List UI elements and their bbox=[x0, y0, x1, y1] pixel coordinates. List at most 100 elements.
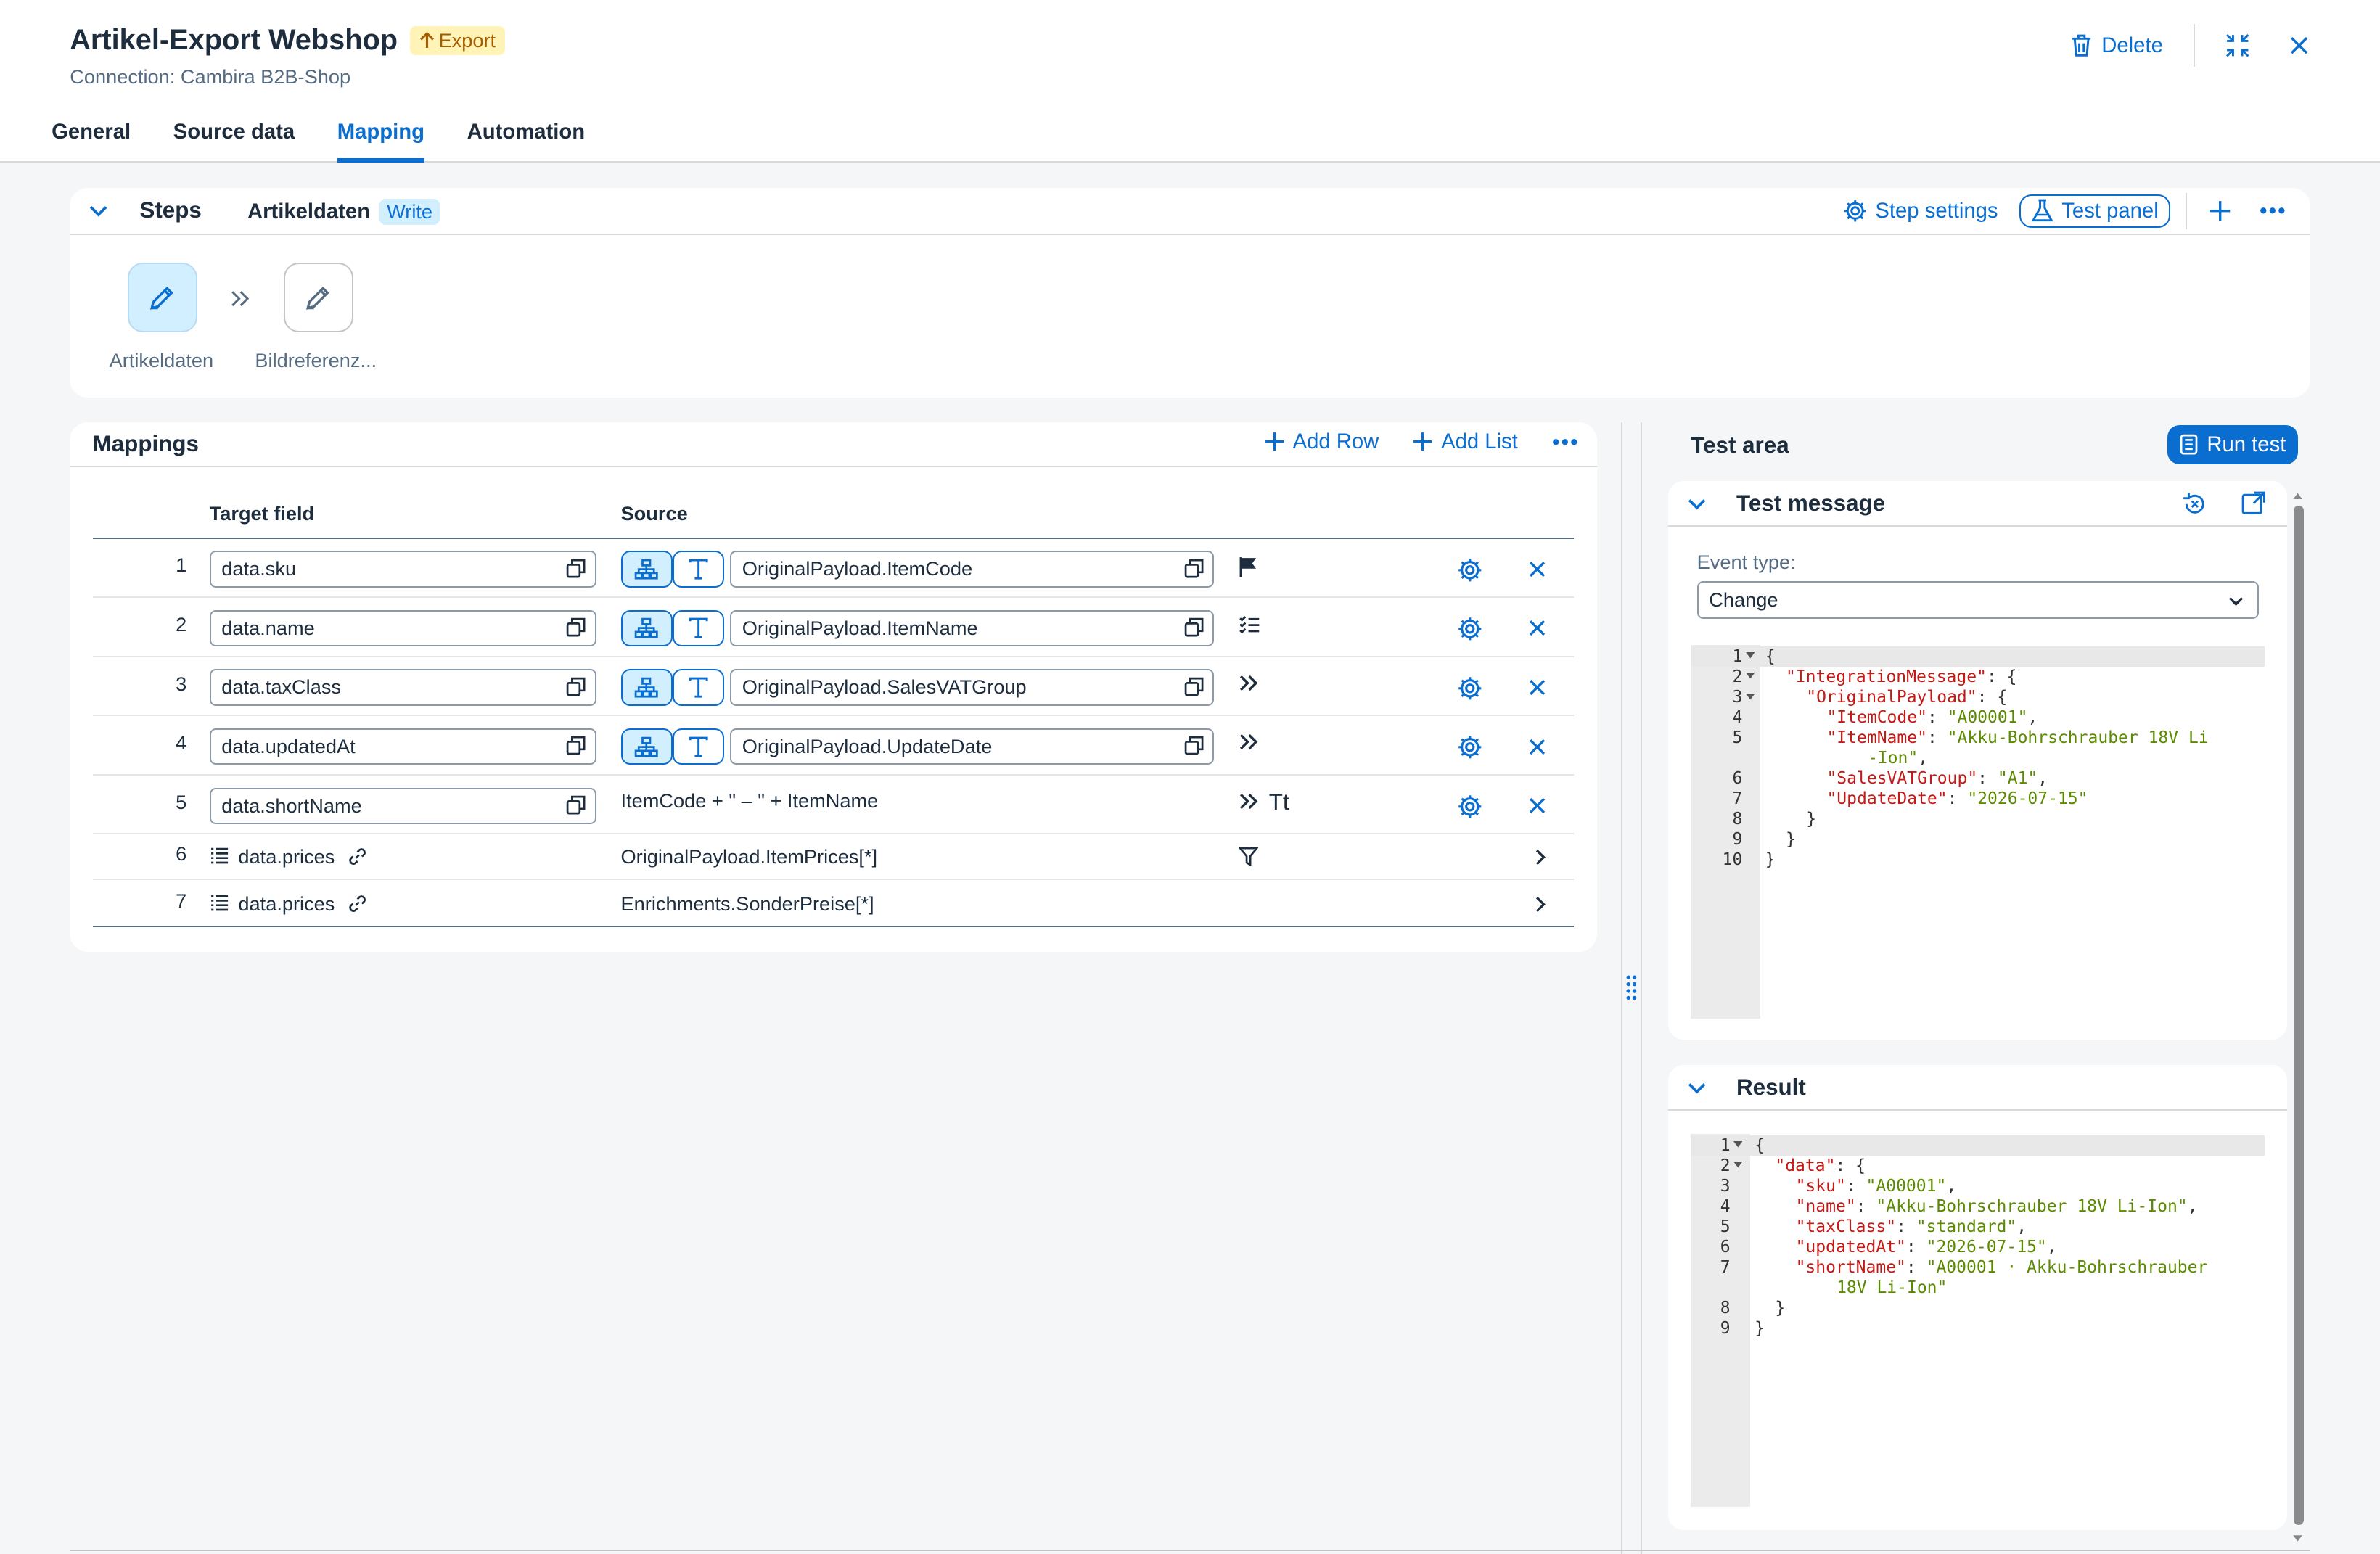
fold-arrow-icon[interactable] bbox=[1733, 1141, 1743, 1148]
scrollbar-thumb[interactable] bbox=[2293, 505, 2305, 1526]
code-content: { bbox=[1765, 646, 1776, 667]
flask-icon bbox=[2031, 199, 2054, 223]
test-panel-button[interactable]: Test panel bbox=[2019, 194, 2171, 228]
close-icon[interactable] bbox=[1528, 560, 1546, 578]
close-icon[interactable] bbox=[1528, 678, 1546, 696]
copy-icon[interactable] bbox=[1184, 559, 1204, 578]
source-mode-text-button[interactable] bbox=[672, 551, 724, 588]
list-icon bbox=[210, 847, 229, 865]
source-mode-text-button[interactable] bbox=[672, 669, 724, 706]
double-chevron-icon[interactable] bbox=[1239, 674, 1260, 692]
fold-arrow-icon[interactable] bbox=[1745, 673, 1755, 680]
copy-icon[interactable] bbox=[1184, 736, 1204, 755]
expand-icon[interactable] bbox=[2241, 490, 2267, 517]
gear-icon[interactable] bbox=[1457, 616, 1483, 642]
step-node-artikeldaten[interactable] bbox=[127, 262, 197, 333]
fold-arrow-icon[interactable] bbox=[1733, 1162, 1743, 1169]
source-field-input[interactable]: OriginalPayload.ItemCode bbox=[730, 551, 1215, 588]
copy-icon[interactable] bbox=[566, 795, 586, 815]
line-number: 1 bbox=[1732, 647, 1743, 667]
chevron-down-icon[interactable] bbox=[88, 200, 109, 221]
close-icon[interactable] bbox=[1528, 738, 1546, 756]
code-token: "SalesVATGroup" bbox=[1826, 769, 1978, 789]
target-field-input[interactable]: data.sku bbox=[209, 551, 597, 588]
tab-source-data[interactable]: Source data bbox=[173, 119, 295, 144]
copy-icon[interactable] bbox=[566, 677, 586, 696]
gear-icon[interactable] bbox=[1457, 794, 1483, 820]
chevron-right-icon[interactable] bbox=[1535, 848, 1547, 866]
code-token: } bbox=[1806, 810, 1817, 829]
code-content: "data": { bbox=[1775, 1156, 1866, 1176]
checklist-icon[interactable] bbox=[1239, 614, 1260, 636]
line-number: 8 bbox=[1732, 810, 1743, 829]
event-type-select[interactable]: Change bbox=[1696, 581, 2259, 620]
target-field-input[interactable]: data.name bbox=[209, 609, 597, 647]
source-mode-field-button[interactable] bbox=[620, 609, 673, 647]
chevron-right-icon[interactable] bbox=[1535, 895, 1547, 913]
delete-button[interactable]: Delete bbox=[2062, 27, 2172, 64]
add-row-button[interactable]: Add Row bbox=[1264, 429, 1379, 454]
source-mode-field-button[interactable] bbox=[620, 551, 673, 588]
add-step-button[interactable] bbox=[2202, 197, 2237, 226]
code-token: , bbox=[2046, 1237, 2057, 1257]
source-mode-field-button[interactable] bbox=[620, 669, 673, 706]
double-chevron-icon[interactable] bbox=[1239, 792, 1260, 810]
tab-automation[interactable]: Automation bbox=[467, 119, 586, 144]
tab-mapping[interactable]: Mapping bbox=[337, 112, 425, 163]
code-line: 10} bbox=[1691, 850, 2265, 870]
text-format-icon[interactable]: Tt bbox=[1268, 789, 1289, 815]
close-icon[interactable] bbox=[1528, 619, 1546, 637]
double-chevron-icon[interactable] bbox=[1239, 733, 1260, 751]
source-field-input[interactable]: OriginalPayload.ItemName bbox=[730, 609, 1215, 647]
target-field-input[interactable]: data.shortName bbox=[209, 787, 597, 824]
chevron-down-icon[interactable] bbox=[1686, 1077, 1707, 1098]
mappings-more-button[interactable] bbox=[1551, 437, 1579, 447]
toolbar-separator bbox=[2186, 192, 2188, 229]
panel-splitter[interactable] bbox=[1621, 422, 1643, 1554]
scrollbar[interactable] bbox=[2289, 485, 2307, 1547]
run-test-button[interactable]: Run test bbox=[2167, 424, 2298, 465]
chevron-down-icon[interactable] bbox=[1686, 493, 1707, 514]
copy-icon[interactable] bbox=[566, 736, 586, 755]
code-token: "sku" bbox=[1795, 1176, 1846, 1196]
link-icon[interactable] bbox=[348, 847, 367, 866]
target-field-value: data.sku bbox=[221, 557, 297, 580]
code-token: { bbox=[1765, 647, 1776, 667]
code-content: "OriginalPayload": { bbox=[1806, 687, 2007, 707]
exit-fullscreen-button[interactable] bbox=[2216, 28, 2259, 64]
test-message-editor[interactable]: 1{2"IntegrationMessage": {3"OriginalPayl… bbox=[1691, 645, 2265, 1019]
drag-handle-icon[interactable] bbox=[1625, 974, 1638, 1002]
link-icon[interactable] bbox=[348, 894, 367, 913]
source-field-input[interactable]: OriginalPayload.SalesVATGroup bbox=[730, 669, 1215, 706]
flag-icon[interactable] bbox=[1239, 556, 1258, 578]
tab-general[interactable]: General bbox=[52, 119, 131, 144]
copy-icon[interactable] bbox=[566, 559, 586, 578]
target-field-input[interactable]: data.taxClass bbox=[209, 669, 597, 706]
reset-icon[interactable] bbox=[2181, 490, 2209, 518]
close-icon[interactable] bbox=[1528, 797, 1546, 815]
fold-arrow-icon[interactable] bbox=[1745, 652, 1755, 659]
source-mode-field-button[interactable] bbox=[620, 728, 673, 765]
copy-icon[interactable] bbox=[566, 617, 586, 637]
gear-icon[interactable] bbox=[1457, 734, 1483, 760]
fold-arrow-icon[interactable] bbox=[1745, 693, 1755, 701]
result-editor: 1{2"data": {3"sku": "A00001",4"name": "A… bbox=[1691, 1133, 2265, 1508]
code-content: "name": "Akku-Bohrschrauber 18V Li-Ion", bbox=[1796, 1196, 2198, 1217]
copy-icon[interactable] bbox=[1184, 617, 1204, 637]
filter-icon[interactable] bbox=[1238, 847, 1259, 867]
gear-icon[interactable] bbox=[1457, 675, 1483, 702]
copy-icon[interactable] bbox=[1184, 677, 1204, 696]
source-field-input[interactable]: OriginalPayload.UpdateDate bbox=[730, 728, 1215, 765]
code-line: -Ion", bbox=[1691, 748, 2265, 768]
gear-icon[interactable] bbox=[1457, 557, 1483, 583]
step-settings-button[interactable]: Step settings bbox=[1837, 196, 2004, 226]
list-icon bbox=[210, 894, 229, 912]
target-field-input[interactable]: data.updatedAt bbox=[209, 728, 597, 765]
source-mode-text-button[interactable] bbox=[672, 728, 724, 765]
close-button[interactable] bbox=[2280, 29, 2319, 62]
source-mode-text-button[interactable] bbox=[672, 609, 724, 647]
more-options-button[interactable] bbox=[2252, 203, 2291, 218]
step-node-bildreferenz[interactable] bbox=[284, 262, 354, 333]
code-token: , bbox=[2187, 1196, 2198, 1216]
add-list-button[interactable]: Add List bbox=[1412, 429, 1518, 454]
